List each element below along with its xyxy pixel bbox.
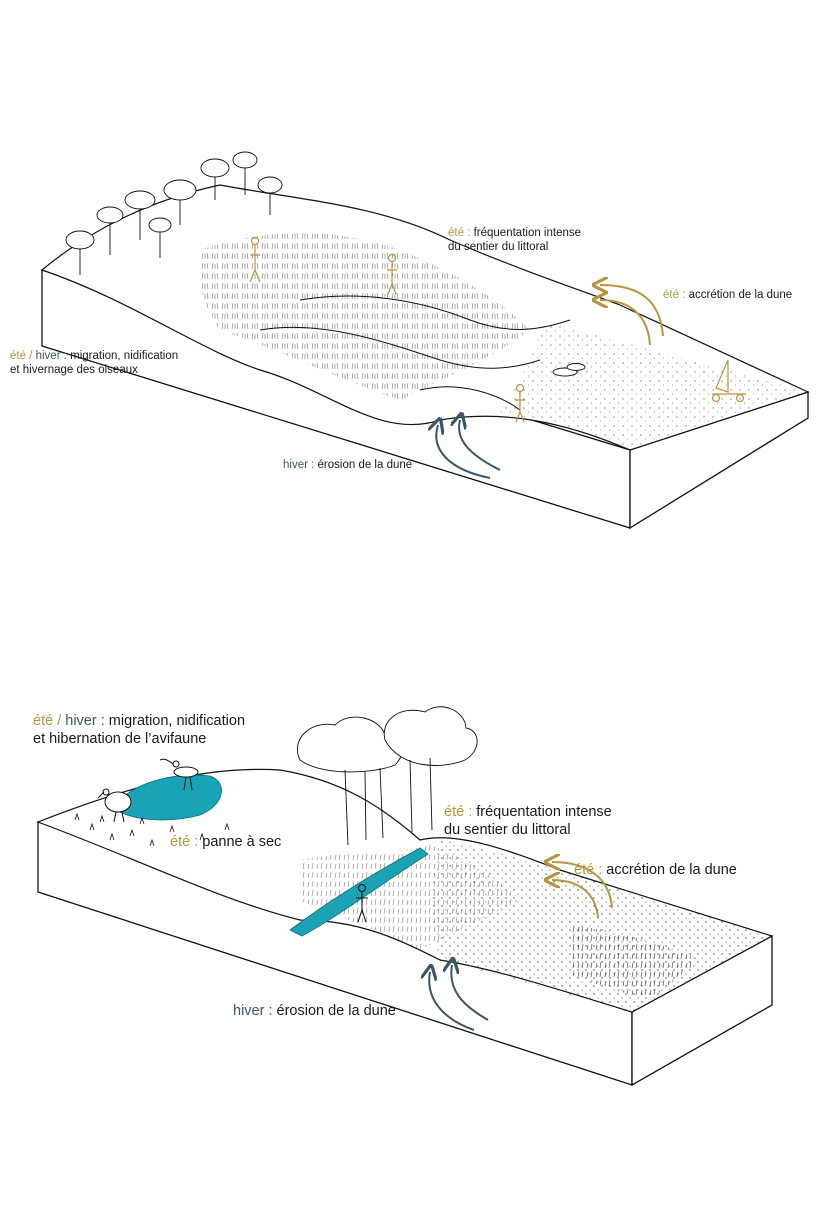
separator: / <box>53 713 66 729</box>
separator: : <box>594 862 607 878</box>
season-winter: hiver <box>233 1003 265 1019</box>
label-erosion-bottom: hiver : érosion de la dune <box>233 1002 396 1020</box>
separator: : <box>264 1003 277 1019</box>
walker-figure <box>356 883 368 923</box>
label-text: panne à sec <box>202 834 282 850</box>
foreshore-vegetation <box>570 925 700 1000</box>
spoonbill-bird-icon <box>97 788 132 823</box>
dune-vegetation <box>198 233 530 400</box>
top-block-diagram: été : fréquentation intense du sentier d… <box>0 0 833 600</box>
erosion-arrow <box>451 965 489 1021</box>
erosion-arrow <box>429 972 475 1031</box>
label-birds-top: été / hiver : migration, nidification et… <box>10 349 178 378</box>
label-text: migration, nidification <box>70 350 179 362</box>
separator: : <box>307 459 318 471</box>
label-text: fréquentation intense <box>476 804 612 820</box>
label-accretion-bottom: été : accrétion de la dune <box>574 861 737 879</box>
label-erosion-top: hiver : érosion de la dune <box>283 458 412 472</box>
separator: : <box>60 350 71 362</box>
sand-yacht-icon <box>711 359 746 403</box>
season-winter: hiver <box>35 350 61 362</box>
accretion-arrow <box>600 285 664 337</box>
label-frequentation-bottom: été : fréquentation intense du sentier d… <box>444 803 612 839</box>
bottom-block-diagram: été / hiver : migration, nidification et… <box>0 600 833 1218</box>
top-landscape-drawing <box>40 151 810 530</box>
label-accretion-top: été : accrétion de la dune <box>663 288 792 302</box>
label-frequentation-top: été : fréquentation intense du sentier d… <box>448 226 581 255</box>
season-summer: été <box>574 862 595 878</box>
bottom-landscape-drawing <box>36 706 774 1087</box>
accretion-arrow <box>552 862 613 909</box>
season-winter: hiver <box>65 713 97 729</box>
erosion-arrow <box>436 425 491 479</box>
separator: : <box>679 289 689 301</box>
label-text: migration, nidification <box>108 713 246 729</box>
season-summer: été <box>448 227 464 239</box>
season-summer: été <box>444 804 465 820</box>
dune-ridge <box>299 295 571 330</box>
grass-tufts <box>74 812 230 847</box>
dune-ridge <box>259 326 541 369</box>
accretion-arrow <box>600 300 651 346</box>
season-summer: été <box>170 834 191 850</box>
label-text: accrétion de la dune <box>688 289 793 301</box>
label-text: accrétion de la dune <box>606 862 737 878</box>
label-text: du sentier du littoral <box>444 822 571 839</box>
dune-ridge <box>419 386 521 411</box>
separator: : <box>464 227 474 239</box>
season-winter: hiver <box>283 459 308 471</box>
label-text: fréquentation intense <box>473 227 582 239</box>
label-text: et hibernation de l’avifaune <box>33 731 207 748</box>
label-text: du sentier du littoral <box>448 241 549 254</box>
visitors-figures <box>249 236 525 423</box>
season-summer: été <box>33 713 54 729</box>
accretion-arrow <box>552 880 599 919</box>
separator: : <box>190 834 203 850</box>
dune-slack-pond <box>119 774 222 821</box>
separator: : <box>96 713 109 729</box>
dune-vegetation <box>300 845 520 950</box>
beach-sand <box>500 320 808 450</box>
label-text: érosion de la dune <box>276 1003 396 1019</box>
label-text: érosion de la dune <box>317 459 413 471</box>
label-panne-bottom: été : panne à sec <box>170 833 281 851</box>
separator: : <box>464 804 477 820</box>
label-text: et hivernage des oiseaux <box>10 364 138 377</box>
beach-rocks <box>552 363 586 377</box>
forest-trees <box>65 151 283 275</box>
pine-trees <box>297 706 478 846</box>
separator: / <box>26 350 36 362</box>
path-channel-water <box>289 847 429 937</box>
avocet-bird-icon <box>159 758 199 791</box>
season-summer: été <box>663 289 679 301</box>
season-summer: été <box>10 350 26 362</box>
label-birds-bottom: été / hiver : migration, nidification et… <box>33 712 245 748</box>
erosion-arrow <box>459 420 501 471</box>
